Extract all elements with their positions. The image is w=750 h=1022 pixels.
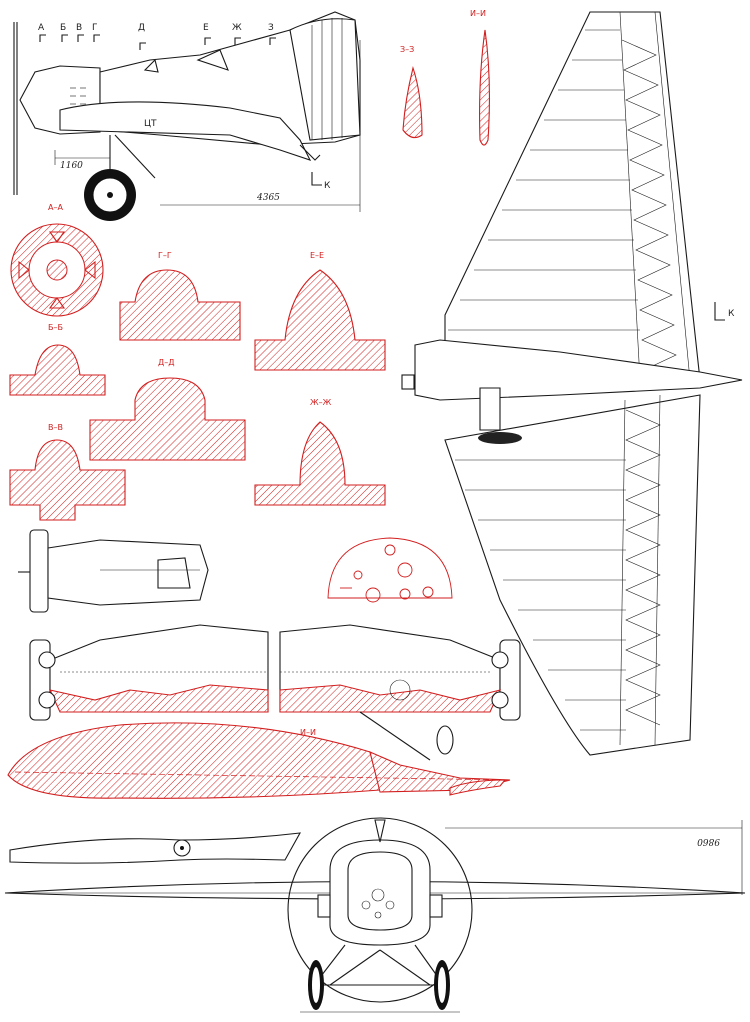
- svg-text:В: В: [76, 23, 82, 33]
- section-zh: Ж–Ж: [254, 398, 386, 506]
- wing-root-side: [59, 101, 312, 161]
- dim-length: 4365: [256, 193, 280, 203]
- cutaway-fuselage: [29, 624, 521, 761]
- section-d: Д–Д: [89, 358, 246, 461]
- cg-label: ЦТ: [144, 119, 157, 129]
- section-b: Б–Б: [9, 323, 106, 396]
- section-d-label: Д–Д: [158, 358, 175, 367]
- k-marker-plan: К: [728, 309, 735, 319]
- fuselage-top-small: [18, 529, 209, 613]
- section-i-bottom-label: И–И: [300, 728, 316, 737]
- windshield-side: [143, 58, 159, 73]
- section-marks-top: А Б В Г Д Е Ж З: [38, 23, 276, 50]
- section-a: А–А: [10, 203, 104, 317]
- section-z-label: З–З: [400, 45, 414, 54]
- side-view: А Б В Г Д Е Ж З ЦТ 1160 4365 К: [13, 11, 361, 221]
- wheel-plan: [478, 432, 522, 444]
- fuselage-plan: [414, 339, 743, 401]
- wing-lower-plan: [444, 394, 701, 756]
- section-e: Е–Е: [254, 251, 386, 371]
- section-z: З–З: [400, 45, 423, 139]
- svg-text:Г: Г: [92, 23, 98, 33]
- k-marker-side: К: [324, 181, 331, 191]
- section-g-label: Г–Г: [158, 251, 172, 260]
- front-view: 9860: [4, 817, 746, 1013]
- section-zh-label: Ж–Ж: [310, 398, 332, 407]
- prop-disk: [287, 817, 473, 1003]
- instrument-panel: [327, 537, 453, 603]
- section-a-label: А–А: [48, 203, 63, 212]
- section-b-label: Б–Б: [48, 323, 63, 332]
- section-i-top-label: И–И: [470, 9, 486, 18]
- dim-span: 9860: [697, 836, 720, 846]
- svg-text:Ж: Ж: [232, 23, 242, 33]
- section-i-top: И–И: [470, 9, 491, 146]
- tail-skid: [299, 144, 321, 161]
- plan-view: К: [401, 11, 743, 756]
- svg-text:А: А: [38, 23, 45, 33]
- section-v-label: В–В: [48, 423, 63, 432]
- svg-text:Д: Д: [138, 23, 145, 33]
- svg-text:З: З: [268, 23, 274, 33]
- section-g: Г–Г: [119, 251, 241, 341]
- propeller-front: [9, 832, 302, 864]
- section-v: В–В: [9, 423, 126, 521]
- svg-text:Е: Е: [203, 23, 209, 33]
- dim-prop-wheel: 1160: [60, 161, 83, 171]
- svg-text:Б: Б: [60, 23, 66, 33]
- section-i-airfoil: И–И: [7, 722, 511, 799]
- section-e-label: Е–Е: [310, 251, 324, 260]
